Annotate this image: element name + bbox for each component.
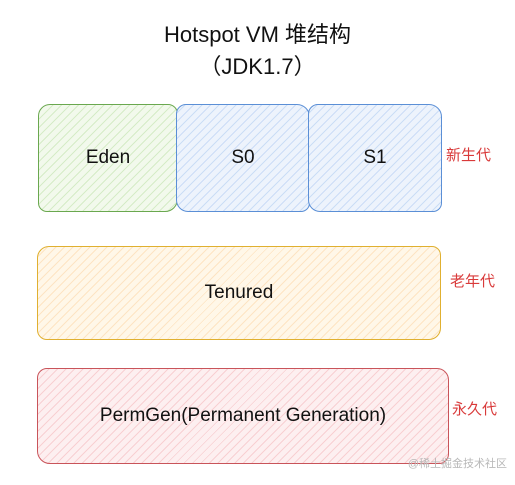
old-generation-label: 老年代: [450, 273, 496, 290]
diagram-subtitle: （JDK1.7）: [199, 54, 316, 79]
survivor-s1-region: S1: [308, 104, 442, 212]
survivor-s0-region: S0: [176, 104, 310, 212]
diagram-title: Hotspot VM 堆结构: [163, 22, 352, 47]
watermark: @稀土掘金技术社区: [407, 458, 507, 470]
permgen-region: PermGen(Permanent Generation): [37, 368, 449, 464]
tenured-region: Tenured: [37, 246, 441, 340]
eden-region: Eden: [38, 104, 178, 212]
young-generation-label: 新生代: [446, 147, 492, 164]
permanent-generation-label: 永久代: [452, 401, 498, 418]
